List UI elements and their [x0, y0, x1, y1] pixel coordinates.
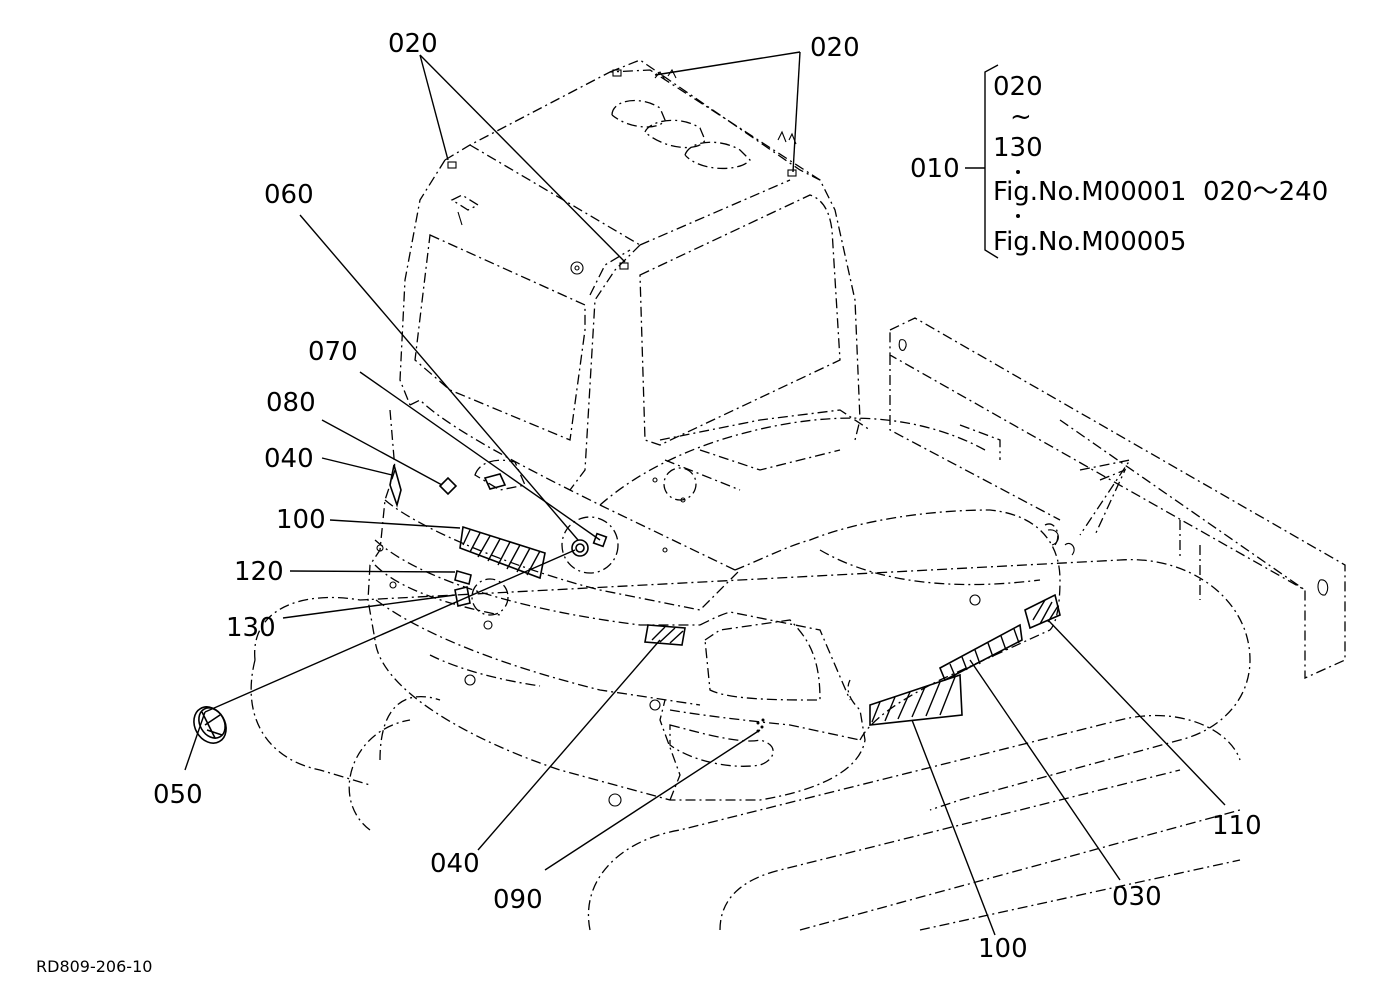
callout-110: 110 — [1212, 811, 1262, 841]
callout-060: 060 — [264, 180, 314, 210]
decal-120 — [454, 569, 472, 586]
small-diamond-decal — [438, 476, 458, 496]
drawing-id: RD809-206-10 — [36, 957, 152, 976]
range-tilde: ~ — [1010, 102, 1032, 132]
ref1-figure: Fig.No.M00001 — [993, 177, 1186, 207]
decals — [193, 464, 1061, 744]
warning-decal-left — [389, 464, 402, 508]
small-hatched-decal — [1024, 593, 1061, 630]
leader-lines — [184, 51, 1226, 936]
ref2-figure: Fig.No.M00005 — [993, 227, 1186, 257]
callout-020-left: 020 — [388, 29, 438, 59]
bullet-dot-1 — [1016, 170, 1020, 174]
excavator-illustration — [250, 59, 1346, 931]
callout-020-right: 020 — [810, 33, 860, 63]
emblem-050 — [193, 706, 227, 744]
warning-decal-bottom — [644, 624, 686, 646]
ref1-range: 020～240 — [1203, 177, 1328, 207]
range-end: 130 — [993, 133, 1043, 163]
decal-070 — [483, 473, 507, 490]
bullet-dot-2 — [1016, 214, 1020, 218]
callout-080: 080 — [266, 388, 316, 418]
range-start: 020 — [993, 72, 1043, 102]
callout-130: 130 — [226, 613, 276, 643]
callout-100-bottom: 100 — [978, 934, 1028, 964]
callout-030: 030 — [1112, 882, 1162, 912]
callout-120: 120 — [234, 557, 284, 587]
decal-130 — [454, 586, 471, 607]
hatched-decal-left — [459, 525, 546, 580]
callout-100-left: 100 — [276, 505, 326, 535]
callout-090: 090 — [493, 885, 543, 915]
callout-070: 070 — [308, 337, 358, 367]
callout-labels: 020 020 060 070 080 040 100 120 130 050 … — [153, 29, 1262, 964]
assembly-number: 010 — [910, 154, 960, 184]
decal-090 — [756, 718, 765, 733]
callout-040-left: 040 — [264, 444, 314, 474]
hatched-stripe — [938, 623, 1023, 682]
callout-040-bottom: 040 — [430, 849, 480, 879]
callout-050: 050 — [153, 780, 203, 810]
assembly-note: 010 020 ~ 130 Fig.No.M00001 020～240 Fig.… — [910, 72, 1328, 257]
hatched-decal-right — [869, 673, 963, 726]
